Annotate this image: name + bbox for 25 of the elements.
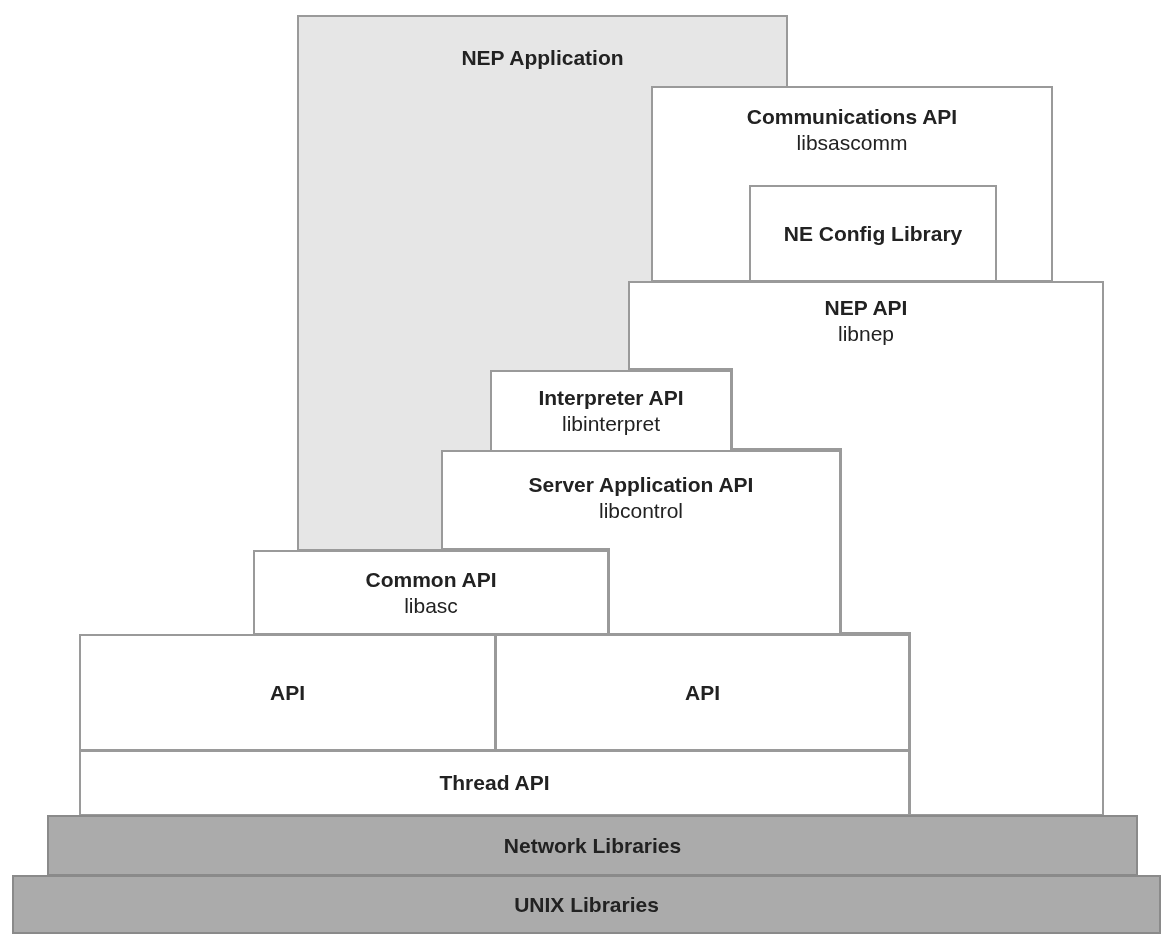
layer-box — [495, 634, 910, 751]
layer-box — [253, 550, 609, 635]
layer-title: API — [685, 679, 720, 706]
library-name: libnep — [837, 321, 895, 347]
library-name: libcontrol — [598, 498, 683, 524]
layer-title: API — [270, 679, 305, 706]
layer-title: NE Config Library — [783, 220, 963, 247]
layer-box — [47, 815, 1138, 876]
library-name: libinterpret — [561, 411, 661, 437]
layer-box — [749, 185, 997, 282]
library-name: libasc — [404, 592, 458, 619]
layer-title: Thread API — [439, 770, 550, 796]
library-name: libsascomm — [796, 130, 908, 156]
layer-title: NEP API — [824, 295, 908, 321]
layer-box — [79, 750, 910, 816]
layer-box — [79, 634, 496, 751]
layer-title: NEP Application — [461, 45, 624, 71]
layer-title: Communications API — [746, 104, 958, 130]
layer-title: Network Libraries — [503, 832, 682, 859]
layer-title: Server Application API — [528, 472, 754, 498]
layer-box — [12, 875, 1161, 934]
layer-title: UNIX Libraries — [514, 891, 659, 918]
layer-box — [651, 86, 1053, 282]
layer-title: Interpreter API — [538, 385, 684, 411]
layer-title: Common API — [365, 566, 497, 593]
